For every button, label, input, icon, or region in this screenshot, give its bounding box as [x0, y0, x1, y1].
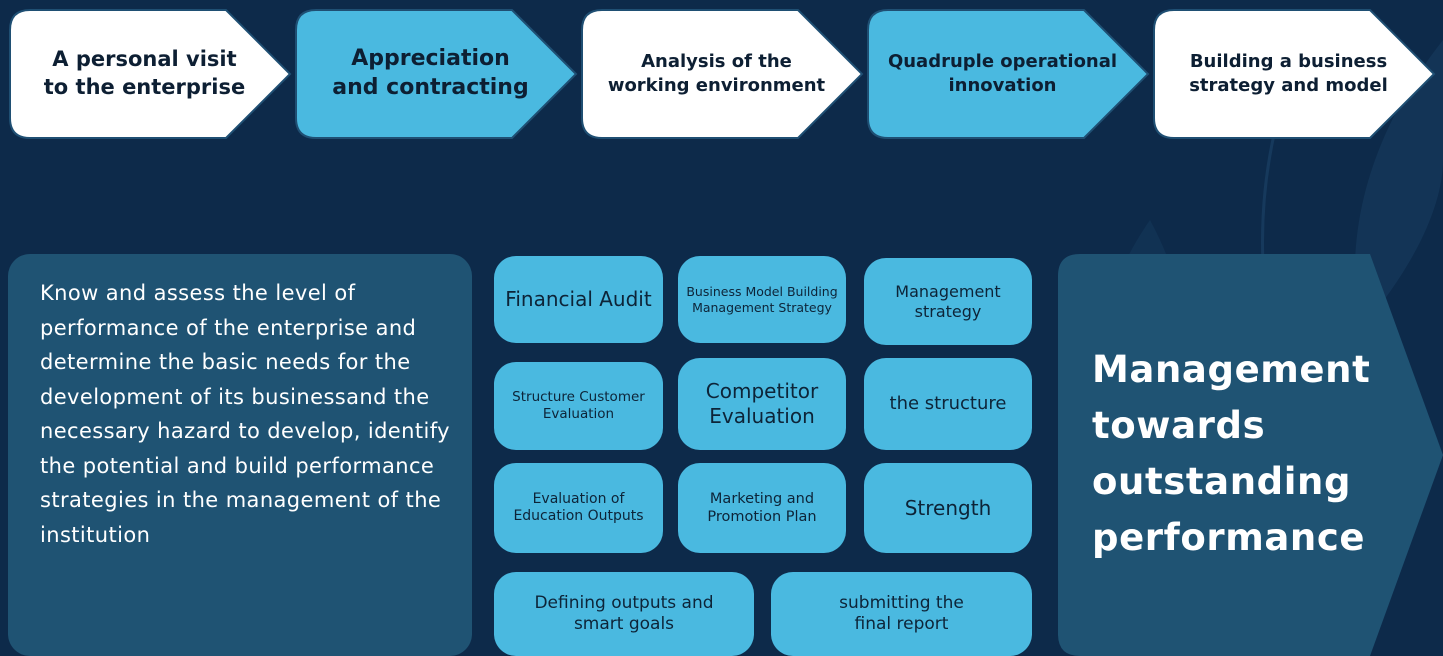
component-strength: Strength — [864, 463, 1032, 553]
step-label: Quadruple operational innovation — [887, 51, 1118, 96]
description-panel: Know and assess the level of performance… — [8, 254, 472, 656]
component-financial-audit: Financial Audit — [494, 256, 663, 343]
step-arrow-shape — [1153, 9, 1436, 139]
step-label: Appreciation and contracting — [332, 45, 529, 100]
description-text: Know and assess the level of performance… — [40, 281, 450, 547]
step-arrow-shape — [867, 9, 1150, 139]
outcome-arrow-shape — [1058, 254, 1443, 656]
step-arrow-shape — [9, 9, 292, 139]
step-label: A personal visit to the enterprise — [43, 47, 246, 99]
component-competitor-evaluation: Competitor Evaluation — [678, 358, 846, 450]
step-personal-visit: A personal visit to the enterprise — [8, 8, 293, 139]
component-structure-customer-evaluation: Structure Customer Evaluation — [494, 362, 663, 450]
component-final-report: submitting the final report — [771, 572, 1032, 656]
component-smart-goals: Defining outputs and smart goals — [494, 572, 754, 656]
component-management-strategy: Management strategy — [864, 258, 1032, 345]
step-arrow-shape — [295, 9, 578, 139]
step-quadruple-innovation: Quadruple operational innovation — [866, 8, 1151, 139]
component-the-structure: the structure — [864, 358, 1032, 450]
component-business-model: Business Model Building Management Strat… — [678, 256, 846, 343]
step-label: Analysis of the working environment — [607, 51, 826, 96]
outcome-arrow: Management towards outstanding performan… — [1058, 254, 1443, 656]
step-label: Building a business strategy and model — [1189, 51, 1388, 96]
step-appreciation-contracting: Appreciation and contracting — [294, 8, 579, 139]
component-education-outputs: Evaluation of Education Outputs — [494, 463, 663, 553]
step-working-environment-analysis: Analysis of the working environment — [580, 8, 865, 139]
outcome-text: Management towards outstanding performan… — [1092, 348, 1371, 559]
component-marketing-plan: Marketing and Promotion Plan — [678, 463, 846, 553]
step-arrow-shape — [581, 9, 864, 139]
step-business-strategy-model: Building a business strategy and model — [1152, 8, 1437, 139]
